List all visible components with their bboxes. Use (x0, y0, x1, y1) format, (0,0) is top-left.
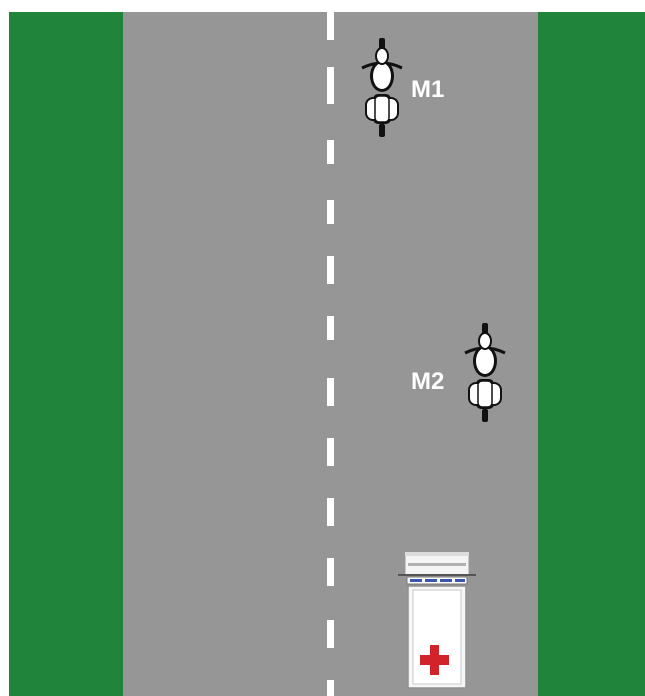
top-frame (0, 0, 645, 12)
right-grass-verge (538, 12, 645, 696)
motorcycle-label-m2: M2 (411, 368, 444, 395)
motorcycle-label-m1: M1 (411, 76, 444, 103)
left-grass-verge (9, 12, 123, 696)
ambulance (398, 552, 476, 688)
ambulance-icon (398, 552, 476, 688)
